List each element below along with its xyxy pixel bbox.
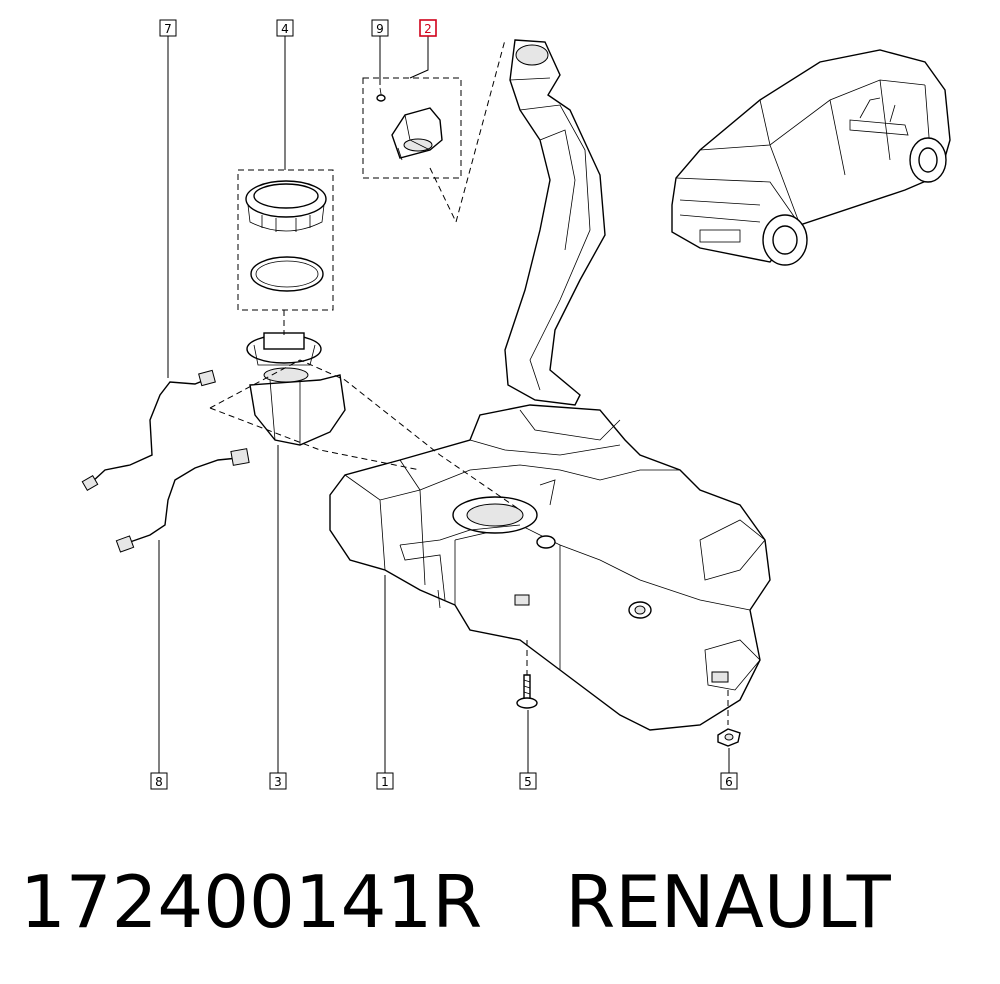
callout-7[interactable]: 7 [159,19,177,37]
bolt-and-nut [516,674,741,747]
fuel-pump-unit [246,332,346,446]
callout-1-label: 1 [381,775,389,789]
fuel-system-exploded-diagram: 7 4 9 2 8 3 1 5 6 [81,19,951,790]
callout-2[interactable]: 2 [419,19,437,37]
callout-9[interactable]: 9 [371,19,389,37]
filler-neck [504,39,606,406]
callout-4-label: 4 [281,22,289,36]
leader-lines [158,36,730,773]
callout-1[interactable]: 1 [376,772,394,790]
callout-5-label: 5 [524,775,532,789]
filler-flap-housing [362,77,462,179]
assembly-dashed-lines [209,39,729,725]
callout-7-label: 7 [164,22,172,36]
car-illustration [671,49,951,266]
callout-8-label: 8 [155,775,163,789]
part-number: 172400141R [20,860,483,944]
callout-8[interactable]: 8 [150,772,168,790]
callout-6-label: 6 [725,775,733,789]
callout-9-label: 9 [376,22,384,36]
callout-4[interactable]: 4 [276,19,294,37]
wiring-harness [81,369,250,553]
lock-ring-and-seal [237,169,334,311]
callout-3[interactable]: 3 [269,772,287,790]
callout-5[interactable]: 5 [519,772,537,790]
callout-2-label: 2 [424,22,432,36]
part-caption: 172400141R RENAULT [20,862,980,952]
callout-3-label: 3 [274,775,282,789]
brand-name: RENAULT [565,860,891,944]
fuel-tank [329,404,771,731]
callout-6[interactable]: 6 [720,772,738,790]
